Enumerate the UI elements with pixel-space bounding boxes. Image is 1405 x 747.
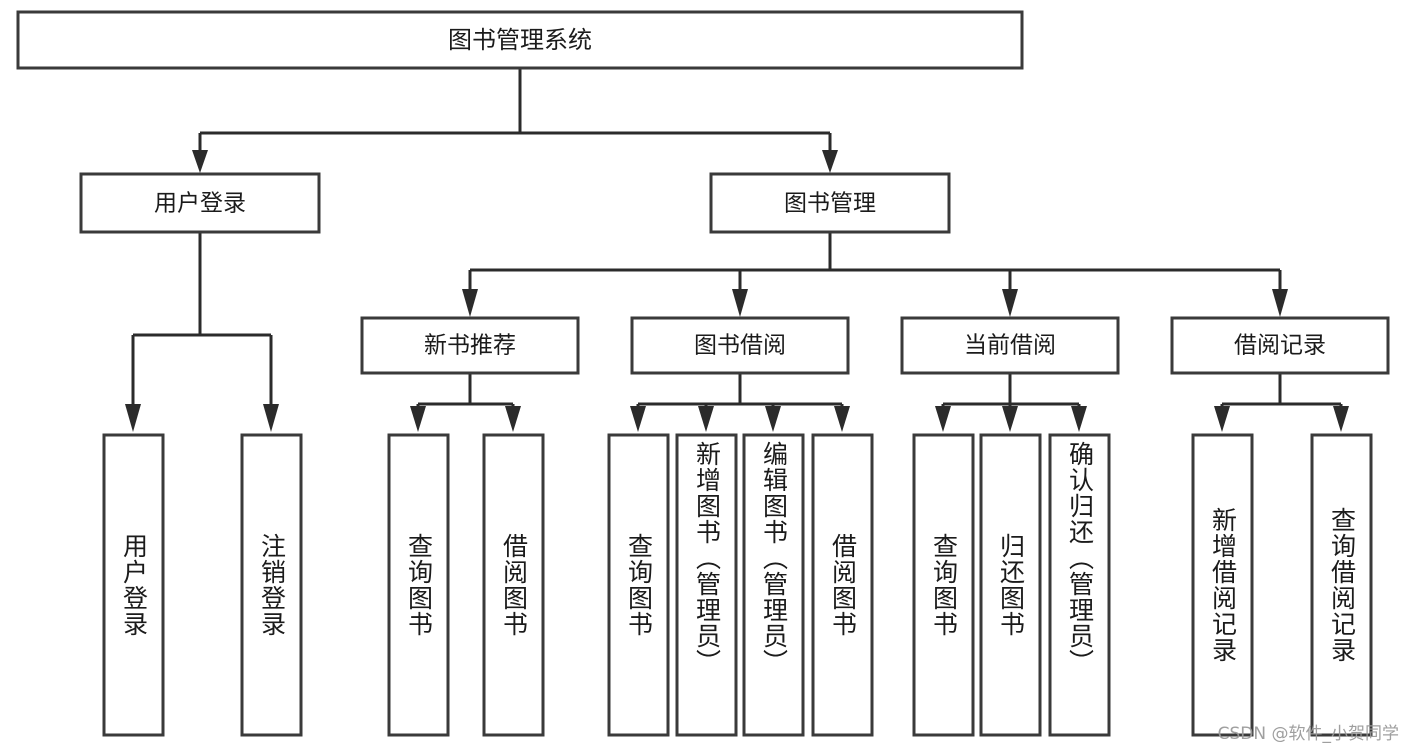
arrow-to-user-login <box>192 150 208 173</box>
node-new-book-rec[interactable]: 新书推荐 <box>360 316 580 375</box>
arrow-to-leaf-confirm-return <box>1071 406 1087 432</box>
node-book-borrow-label: 图书借阅 <box>694 333 786 359</box>
connector-group-book-borrow-to-leaves <box>630 373 850 432</box>
node-book-manage-box[interactable] <box>709 172 951 234</box>
leaf-query-record-box[interactable] <box>1310 433 1373 737</box>
node-new-book-rec-label: 新书推荐 <box>424 333 516 359</box>
arrow-to-leaf-add-record <box>1214 406 1230 432</box>
connector-book-borrow-split <box>636 373 844 412</box>
node-borrow-record-label: 借阅记录 <box>1234 333 1326 359</box>
connector-group-root-to-level2 <box>192 68 838 173</box>
connector-user-login-split <box>131 232 273 405</box>
arrow-to-borrow-record <box>1272 289 1288 317</box>
arrow-to-book-manage <box>822 150 838 173</box>
node-root-label: 图书管理系统 <box>448 26 592 54</box>
arrow-to-leaf-borrow-book-2 <box>834 406 850 432</box>
connector-new-book-rec-split <box>416 373 515 412</box>
watermark-text: CSDN @软件_小贺同学 <box>1217 724 1399 744</box>
connector-borrow-record-split <box>1220 373 1343 412</box>
node-new-book-rec-box[interactable] <box>360 316 580 375</box>
node-current-borrow-box[interactable] <box>900 316 1120 375</box>
node-book-borrow-box[interactable] <box>630 316 850 375</box>
leaf-confirm-return-box[interactable] <box>1048 433 1111 737</box>
connector-group-new-book-rec-to-leaves <box>410 373 521 432</box>
arrow-to-leaf-query-record <box>1333 406 1349 432</box>
leaf-edit-book-box[interactable] <box>742 433 805 737</box>
node-borrow-record-box[interactable] <box>1170 316 1390 375</box>
leaf-add-book-box[interactable] <box>675 433 738 737</box>
arrow-to-leaf-user-login <box>125 404 141 432</box>
node-user-login-box[interactable] <box>79 172 321 234</box>
arrow-to-leaf-add-book <box>698 406 714 432</box>
arrow-to-current-borrow <box>1002 289 1018 317</box>
connector-group-book-manage-to-level3 <box>462 232 1288 317</box>
leaf-boxes <box>102 433 1373 737</box>
leaf-return-book-box[interactable] <box>979 433 1042 737</box>
connector-group-current-borrow-to-leaves <box>935 373 1087 432</box>
node-root[interactable]: 图书管理系统 <box>16 10 1024 70</box>
node-root-box[interactable] <box>16 10 1024 70</box>
leaf-query-book-3-box[interactable] <box>912 433 975 737</box>
node-book-manage-label: 图书管理 <box>784 191 876 217</box>
connector-book-manage-split <box>468 232 1282 290</box>
connector-root-split <box>198 68 832 152</box>
node-book-manage[interactable]: 图书管理 <box>709 172 951 234</box>
arrow-to-leaf-user-logout <box>263 404 279 432</box>
leaf-add-record-box[interactable] <box>1191 433 1254 737</box>
node-book-borrow[interactable]: 图书借阅 <box>630 316 850 375</box>
arrow-to-leaf-return-book <box>1002 406 1018 432</box>
leaf-user-logout-box[interactable] <box>240 433 303 737</box>
node-current-borrow-label: 当前借阅 <box>964 333 1056 359</box>
leaf-borrow-book-2-box[interactable] <box>811 433 874 737</box>
leaf-query-book-1-box[interactable] <box>387 433 450 737</box>
node-user-login-label: 用户登录 <box>154 191 246 217</box>
arrow-to-leaf-query-book-2 <box>630 406 646 432</box>
connector-group-borrow-record-to-leaves <box>1214 373 1349 432</box>
node-current-borrow[interactable]: 当前借阅 <box>900 316 1120 375</box>
arrow-to-leaf-query-book-1 <box>410 406 426 432</box>
node-borrow-record[interactable]: 借阅记录 <box>1170 316 1390 375</box>
arrow-to-leaf-query-book-3 <box>935 406 951 432</box>
arrow-to-book-borrow <box>732 289 748 317</box>
arrow-to-leaf-borrow-book-1 <box>505 406 521 432</box>
node-user-login[interactable]: 用户登录 <box>79 172 321 234</box>
leaf-borrow-book-1-box[interactable] <box>482 433 545 737</box>
arrow-to-new-book-rec <box>462 289 478 317</box>
leaf-query-book-2-box[interactable] <box>607 433 670 737</box>
leaf-user-login-box[interactable] <box>102 433 165 737</box>
arrow-to-leaf-edit-book <box>765 406 781 432</box>
connector-group-user-login-to-leaves <box>125 232 279 432</box>
